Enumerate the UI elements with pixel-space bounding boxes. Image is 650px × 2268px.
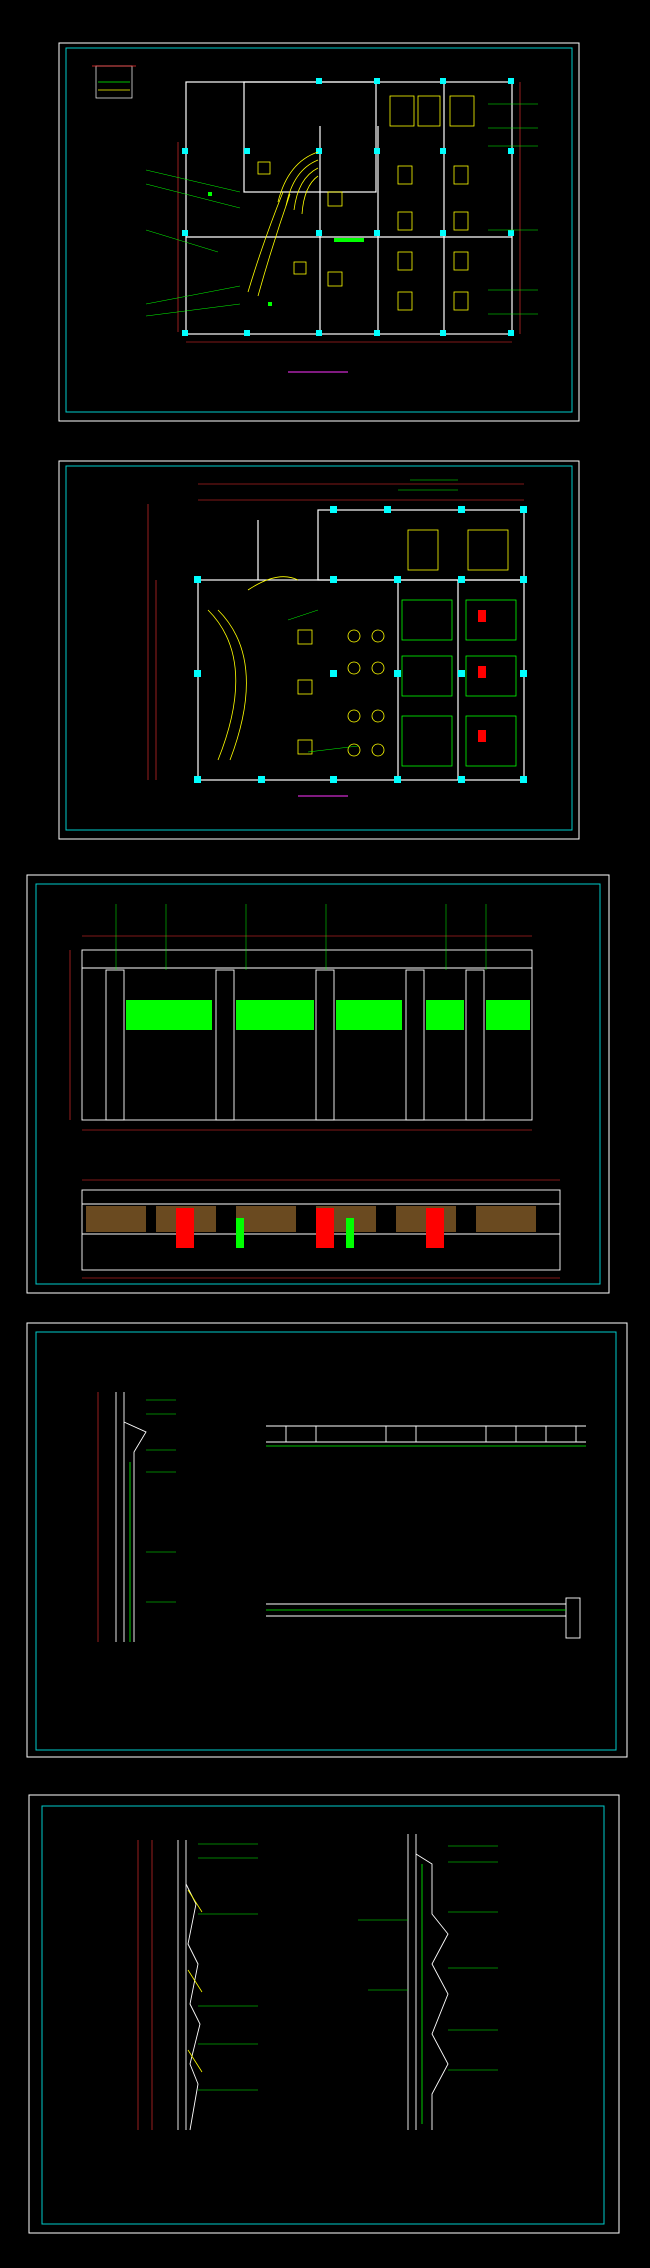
outer-frame <box>58 42 580 422</box>
plan-dimensions <box>147 483 524 780</box>
booths <box>401 599 517 767</box>
left-section-dims <box>137 1840 153 2130</box>
plan-furniture <box>257 95 475 311</box>
outer-frame <box>26 874 610 1294</box>
right-wall-section <box>407 1834 449 2130</box>
sheet-3-svg <box>26 874 610 1294</box>
sheet-3-title-layer <box>26 874 610 1294</box>
left-section-leaders <box>198 1843 258 2091</box>
inner-frame <box>35 883 601 1285</box>
sheet-5-svg <box>28 1794 620 2234</box>
outer-frame <box>28 1794 620 2234</box>
inner-frame <box>65 47 573 413</box>
sheet-2-svg <box>58 460 580 840</box>
left-section-accents <box>187 1889 203 2073</box>
stair <box>247 151 319 297</box>
plan-dimensions <box>177 82 521 343</box>
entrance-detail <box>92 65 136 99</box>
sheet-1-floor-plan <box>58 42 580 422</box>
inner-frame <box>41 1805 605 2225</box>
plan-leaders <box>145 103 538 317</box>
booth-accents <box>478 610 486 742</box>
lower-elevation-dims <box>82 1179 560 1279</box>
sheet-4-sections <box>26 1322 628 1758</box>
lower-accents <box>176 1208 444 1248</box>
inner-frame <box>35 1331 617 1751</box>
upper-planters <box>126 1000 530 1030</box>
plan-walls <box>185 81 513 335</box>
left-wall-section <box>177 1840 201 2131</box>
plan-columns <box>182 78 514 336</box>
outer-frame <box>58 460 580 840</box>
plan-leaders <box>287 479 458 753</box>
plan-walls <box>197 509 525 781</box>
sheet-2-layout-plan <box>58 460 580 840</box>
lower-plants <box>236 1218 354 1248</box>
sheet-5-wall-sections <box>28 1794 620 2234</box>
plan-columns <box>194 506 527 783</box>
sheet-1-svg <box>58 42 580 422</box>
upper-leaders <box>115 904 487 970</box>
sheet-3-elevations <box>26 874 610 1294</box>
floor-detail <box>266 1597 581 1639</box>
bar-curve <box>207 576 299 761</box>
plan-fixtures <box>208 192 364 306</box>
dining-tables <box>297 529 509 757</box>
ceiling-detail <box>266 1425 586 1443</box>
wall-section <box>115 1392 147 1642</box>
inner-frame <box>65 465 573 831</box>
wall-section-leaders <box>146 1399 176 1603</box>
sheet-4-svg <box>26 1322 628 1758</box>
upper-elevation-dims <box>69 935 532 1131</box>
outer-frame <box>26 1322 628 1758</box>
upper-elevation <box>81 949 533 1121</box>
right-section-leaders <box>358 1845 498 2071</box>
